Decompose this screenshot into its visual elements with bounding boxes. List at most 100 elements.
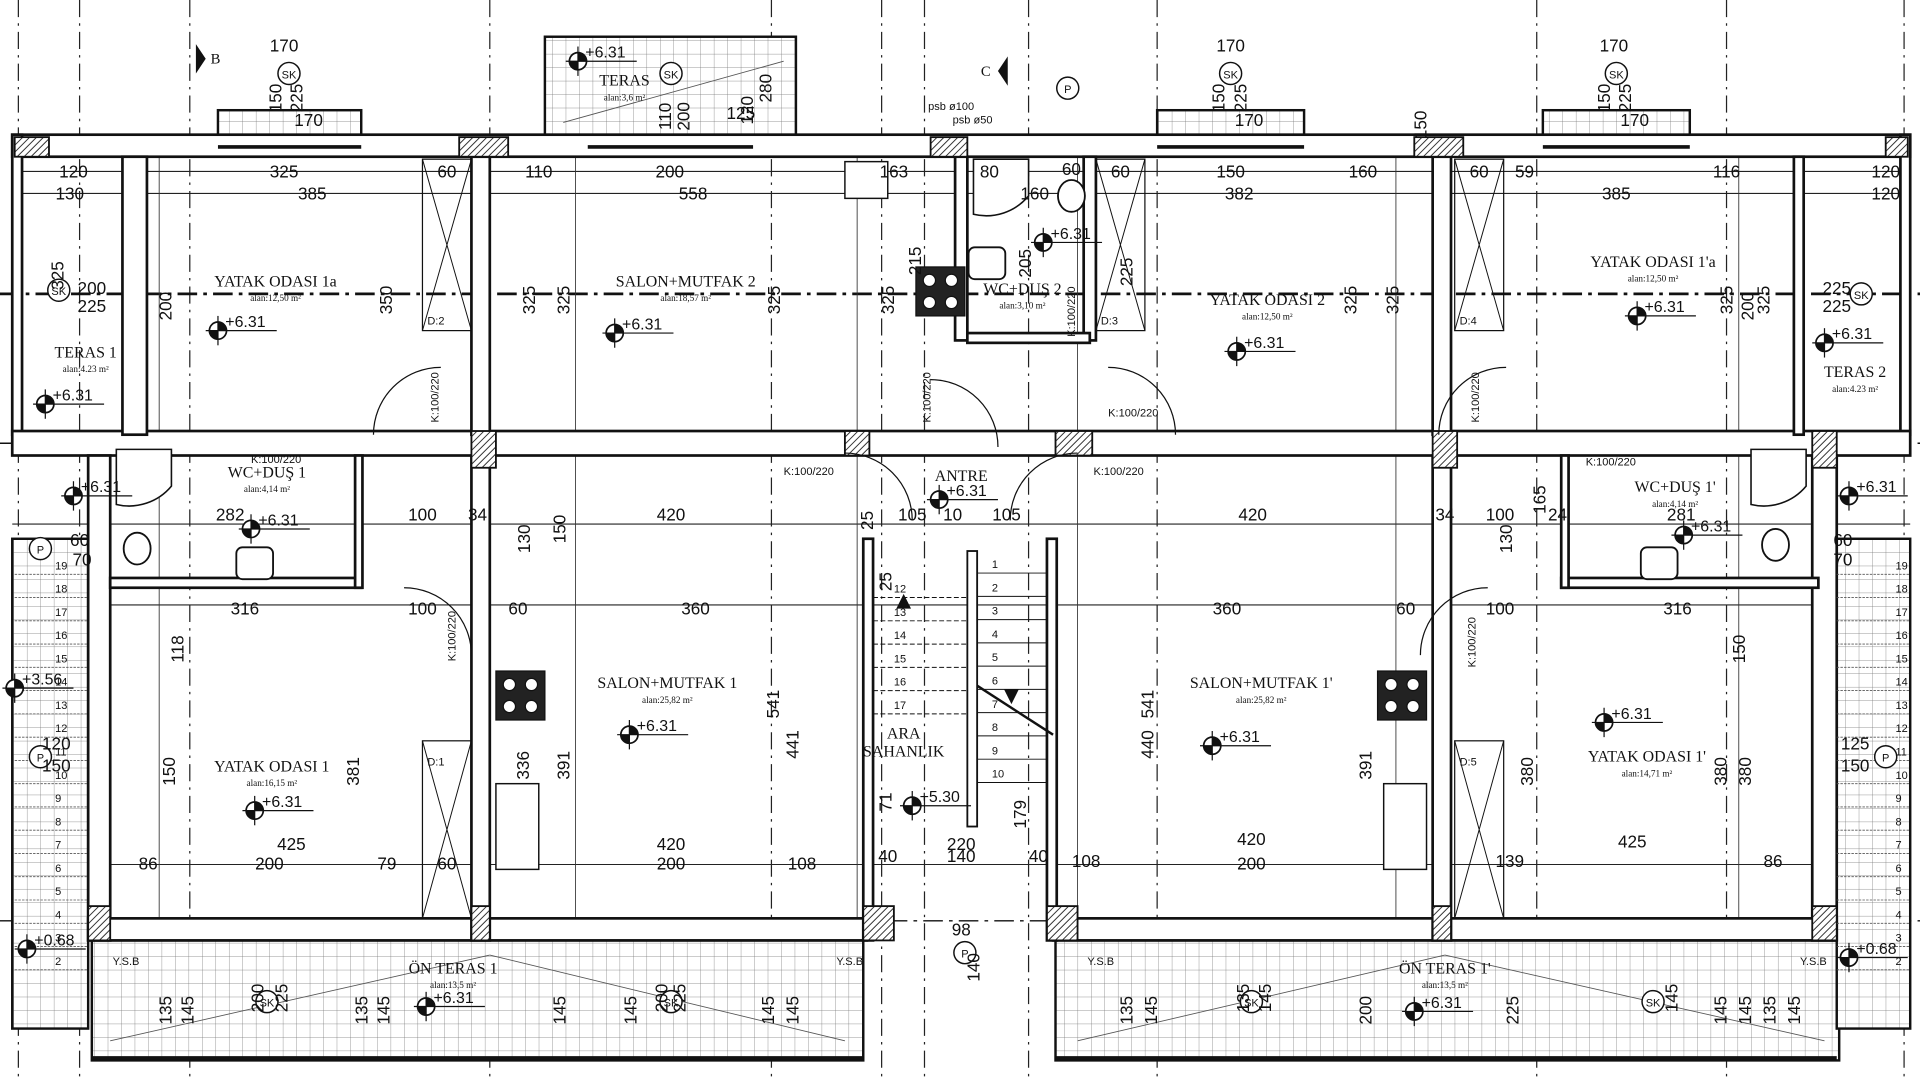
door-size-label: K:100/220 (922, 372, 934, 422)
door-size-label: K:100/220 (1586, 456, 1636, 468)
dimension-value: 120 (42, 733, 71, 753)
level-marker: +6.31 (1224, 335, 1296, 367)
dimension-value: 60 (70, 530, 89, 550)
stair-break-line (976, 684, 1054, 736)
toilet-icon (1057, 179, 1086, 213)
dimension-value: 10 (943, 504, 962, 524)
level-value: +6.31 (1691, 518, 1731, 535)
sk-symbol-label: SK (664, 69, 679, 81)
door-code: D:1 (427, 756, 444, 768)
dimension-value: 170 (1235, 110, 1264, 130)
washbasin-icon (967, 246, 1007, 281)
pipe-symbol-icon (1056, 76, 1080, 100)
sk-symbol-icon (1641, 989, 1665, 1014)
level-value: +6.31 (1220, 729, 1260, 746)
ysb-label: Y.S.B (1800, 956, 1827, 968)
dimension-value: 316 (231, 599, 260, 619)
room-name: SALON+MUTFAK 1' (1190, 675, 1333, 692)
stair-step-number: 15 (894, 653, 906, 665)
wardrobe (1095, 158, 1146, 332)
dimension-value: 135 (1233, 984, 1253, 1013)
level-marker: +6.31 (565, 45, 637, 76)
dimension-value: 145 (621, 996, 641, 1025)
sk-symbol-icon (659, 989, 683, 1014)
room-name: YATAK ODASI 2 (1210, 292, 1325, 309)
stair-step-number: 16 (894, 677, 906, 689)
dimension-value: 145 (1735, 996, 1755, 1025)
stove-icon (1376, 670, 1428, 721)
sk-symbol-label: SK (1223, 69, 1238, 81)
dimension-value: 60 (1470, 162, 1489, 182)
dimension-value: 145 (373, 996, 393, 1025)
wall (1431, 155, 1453, 437)
side-stair-number: 7 (55, 840, 61, 852)
dimension-value: 150 (550, 515, 570, 544)
wall (1810, 454, 1839, 942)
dimension-value: 130 (56, 184, 85, 204)
dimension-value: 150 (159, 757, 179, 786)
dimension-value: 120 (59, 162, 88, 182)
washbasin-icon (235, 546, 274, 581)
dimension-value: 80 (980, 162, 999, 182)
room-area: alan:18,57 m² (660, 293, 711, 303)
level-marker: +6.31 (1200, 729, 1272, 761)
dimension-value: 125 (1841, 733, 1870, 753)
stair-step-number: 2 (992, 582, 998, 594)
dimension-value: 225 (1615, 84, 1635, 113)
side-stair-number: 17 (1896, 607, 1908, 619)
pipe-symbol-icon (1873, 744, 1898, 769)
side-stair-number: 12 (55, 723, 67, 735)
sk-symbol-icon (1218, 61, 1243, 86)
dimension-value: 86 (139, 853, 158, 873)
shower-tray-icon (1750, 448, 1807, 507)
dimension-value: 70 (73, 550, 92, 570)
door-swing (1009, 452, 1078, 521)
dimension-value: 440 (1137, 730, 1157, 759)
burner (1384, 677, 1398, 692)
room-area: alan:4.23 m² (63, 364, 109, 374)
dimension-value: 116 (1713, 162, 1740, 182)
dimension-value: 70 (1833, 550, 1852, 570)
section-marker-icon (997, 56, 1008, 86)
stair-step-number: 6 (992, 675, 998, 687)
dimension-value: 125 (727, 103, 756, 123)
dimension-value: 150 (1216, 162, 1245, 182)
dimension-value: 325 (1753, 286, 1773, 315)
dimension-value: 135 (351, 996, 371, 1025)
level-marker: +6.31 (1591, 706, 1663, 738)
dimension-value: 60 (437, 853, 456, 873)
door-size-label: K:100/220 (1093, 466, 1143, 478)
structural-column (929, 136, 969, 158)
dimension-value: 108 (1072, 851, 1101, 871)
dimension-value: 150 (1729, 635, 1749, 664)
room-wc-du-1-: WC+DUŞ 1'alan:4,14 m² (1634, 479, 1715, 509)
dimension-value: 140 (964, 953, 984, 982)
room-salon-mutfak-1-: SALON+MUTFAK 1'alan:25,82 m² (1190, 675, 1333, 705)
level-value: +6.31 (1832, 326, 1872, 343)
stair-down-arrow-icon (1004, 689, 1019, 705)
dimension-value: 145 (1711, 996, 1731, 1025)
pipe-symbol-label: P (37, 753, 44, 765)
dimension-value: 325 (48, 261, 68, 290)
level-value: +6.31 (947, 483, 987, 500)
dimension-value: 225 (1502, 996, 1522, 1025)
dimension-value: 108 (788, 853, 817, 873)
dimension-value: 200 (656, 162, 685, 182)
door-size-label: K:100/220 (1470, 372, 1482, 422)
wardrobe (421, 158, 473, 332)
wardrobe-cross (421, 159, 472, 331)
wall (1559, 454, 1570, 590)
shower-tray-icon (972, 158, 1030, 217)
terrace-floor (90, 939, 865, 1062)
side-stair-number: 8 (1896, 816, 1902, 828)
dimension-value: 150 (266, 84, 286, 113)
level-value: +0.68 (34, 932, 74, 949)
door-swing (372, 366, 441, 435)
door-size-label: K:100/220 (251, 454, 301, 466)
slope-line (1444, 954, 1825, 1042)
pipe-symbol-icon (28, 536, 53, 561)
room-area: alan:3,10 m² (999, 301, 1045, 311)
